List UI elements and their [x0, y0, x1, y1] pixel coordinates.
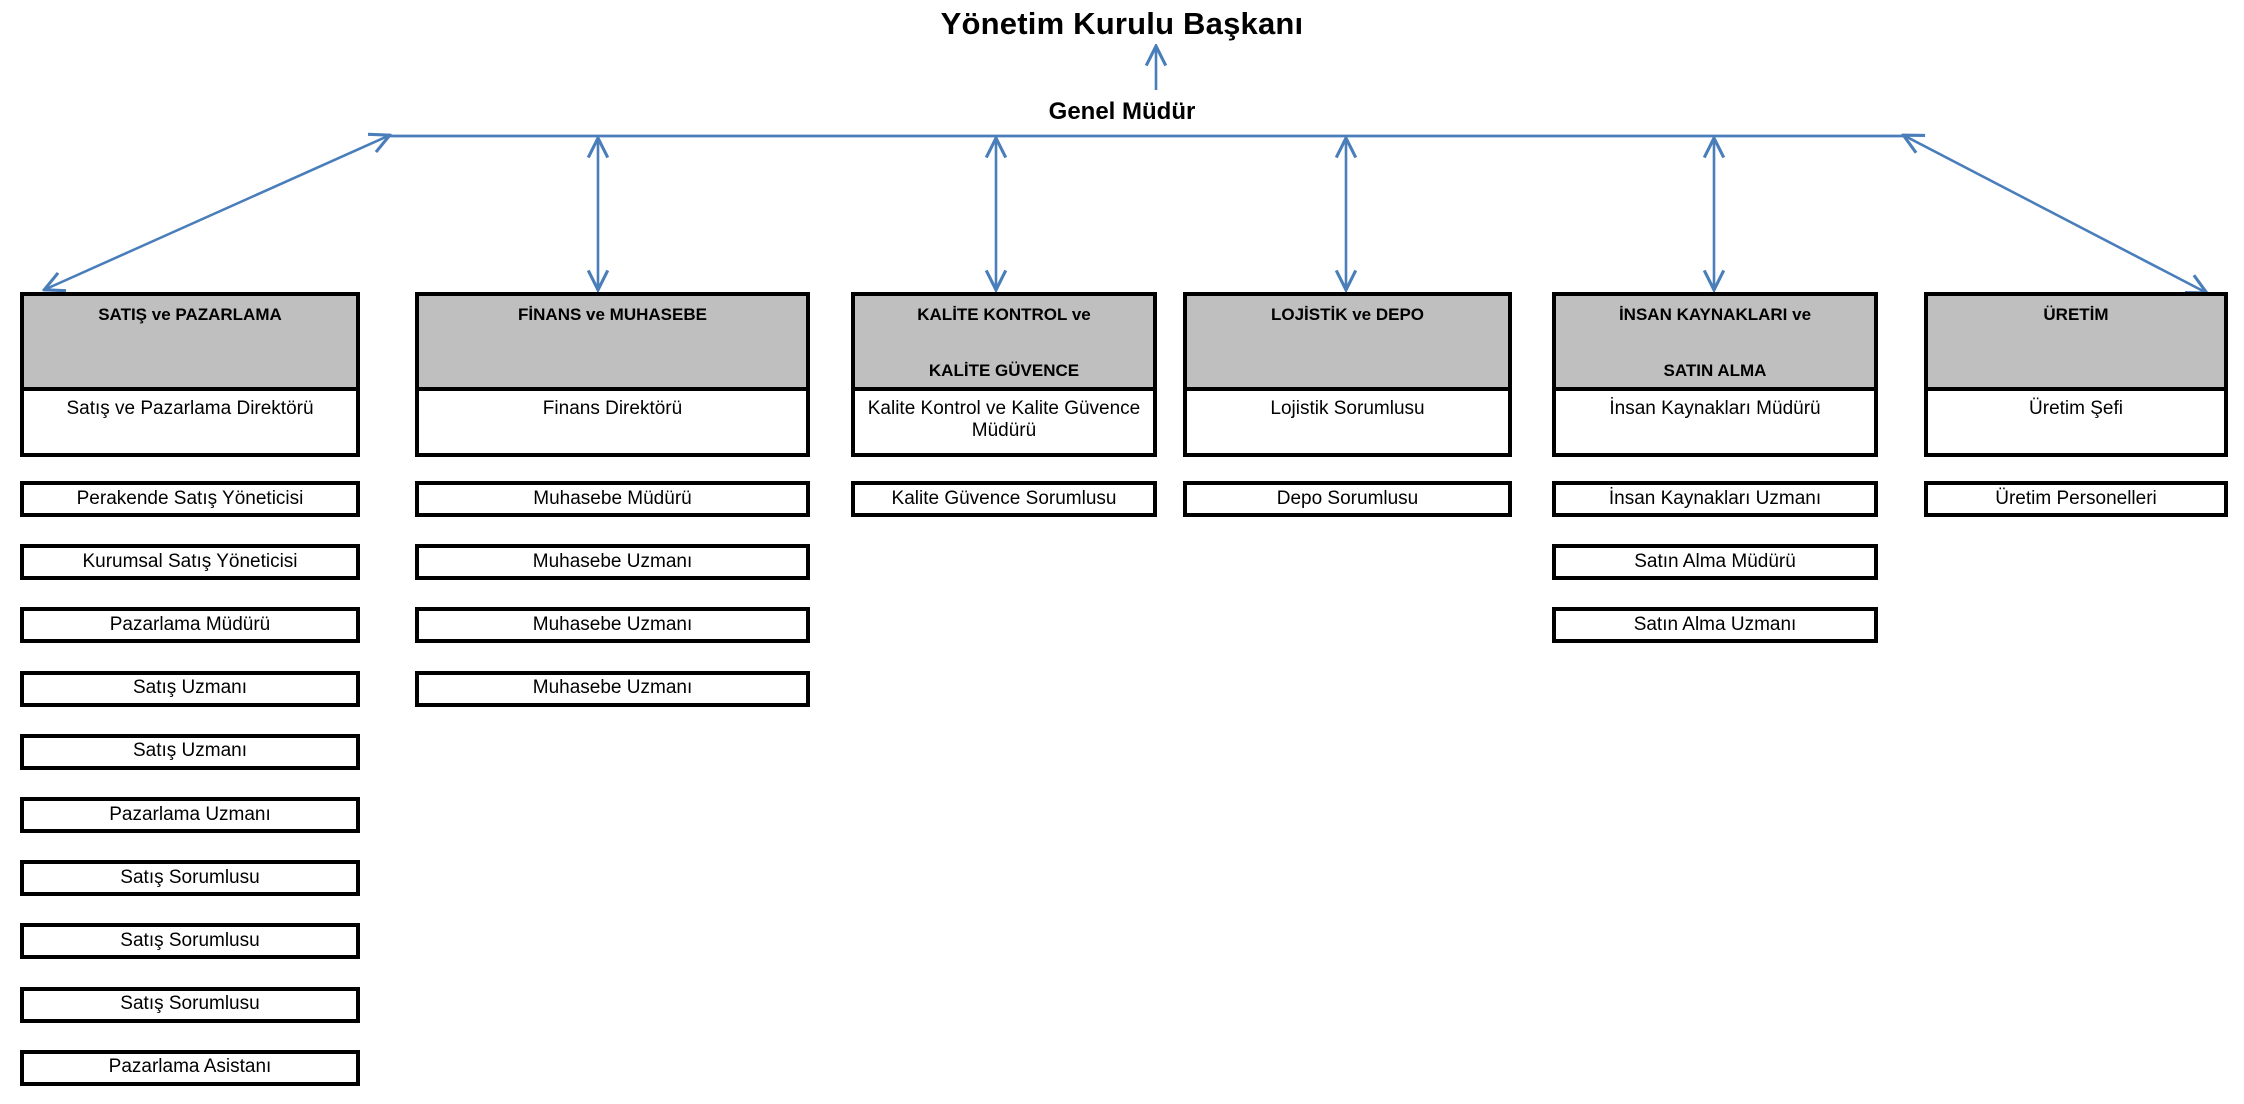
department-column-lojistik-ve-depo: LOJİSTİK ve DEPO Lojistik Sorumlusu — [1183, 292, 1512, 457]
role-box[interactable]: Kalite Güvence Sorumlusu — [851, 481, 1157, 517]
department-lead-box[interactable]: Satış ve Pazarlama Direktörü — [24, 391, 356, 453]
role-label: Kalite Güvence Sorumlusu — [891, 487, 1117, 509]
role-box[interactable]: Pazarlama Uzmanı — [20, 797, 360, 833]
role-box[interactable]: Muhasebe Uzmanı — [415, 544, 810, 581]
department-column-satis-ve-pazarlama: SATIŞ ve PAZARLAMA Satış ve Pazarlama Di… — [20, 292, 360, 457]
role-label: Pazarlama Asistanı — [108, 1056, 272, 1078]
role-label: Satış Uzmanı — [132, 740, 248, 762]
department-lead-label: Kalite Kontrol ve Kalite Güvence Müdürü — [867, 398, 1141, 441]
department-header-line2: SATIN ALMA — [1663, 361, 1767, 381]
role-label: Pazarlama Müdürü — [109, 613, 271, 635]
department-lead-box[interactable]: İnsan Kaynakları Müdürü — [1556, 391, 1874, 453]
department-header: ÜRETİM — [1928, 296, 2224, 391]
general-manager-title: Genel Müdür — [1048, 98, 1196, 125]
department-lead-box[interactable]: Lojistik Sorumlusu — [1187, 391, 1508, 453]
role-label: Muhasebe Müdürü — [533, 487, 692, 509]
role-box[interactable]: Satış Sorumlusu — [20, 923, 360, 960]
role-box[interactable]: İnsan Kaynakları Uzmanı — [1552, 481, 1878, 517]
role-label: Muhasebe Uzmanı — [532, 677, 693, 699]
department-lead-box[interactable]: Üretim Şefi — [1928, 391, 2224, 453]
department-header-line1: KALİTE KONTROL ve — [917, 305, 1091, 324]
role-label: Satın Alma Müdürü — [1634, 550, 1796, 572]
department-column-kalite-kontrol-ve-kalite-guvence: KALİTE KONTROL ve KALİTE GÜVENCE Kalite … — [851, 292, 1157, 457]
role-label: Muhasebe Uzmanı — [532, 550, 693, 572]
role-box[interactable]: Satış Uzmanı — [20, 670, 360, 707]
role-label: Satış Sorumlusu — [120, 866, 260, 888]
role-label: Üretim Personelleri — [1995, 487, 2157, 509]
department-header-line1: SATIŞ ve PAZARLAMA — [98, 305, 282, 324]
role-label: Muhasebe Uzmanı — [532, 613, 693, 635]
role-label: Satın Alma Uzmanı — [1633, 613, 1797, 635]
role-label: Satış Sorumlusu — [120, 993, 260, 1015]
department-header-line1: İNSAN KAYNAKLARI ve — [1618, 305, 1812, 324]
department-block[interactable]: SATIŞ ve PAZARLAMA Satış ve Pazarlama Di… — [20, 292, 360, 457]
department-lead-label: İnsan Kaynakları Müdürü — [1609, 398, 1821, 419]
role-box[interactable]: Satış Sorumlusu — [20, 986, 360, 1023]
department-column-insan-kaynaklari-ve-satin-alma: İNSAN KAYNAKLARI ve SATIN ALMA İnsan Kay… — [1552, 292, 1878, 457]
role-label: Kurumsal Satış Yöneticisi — [82, 550, 298, 572]
department-lead-label: Satış ve Pazarlama Direktörü — [66, 398, 314, 419]
connector-diagonal-right — [1905, 136, 2205, 292]
role-box[interactable]: Üretim Personelleri — [1924, 481, 2228, 517]
department-column-finans-ve-muhasebe: FİNANS ve MUHASEBE Finans Direktörü — [415, 292, 810, 457]
department-header: KALİTE KONTROL ve KALİTE GÜVENCE — [855, 296, 1153, 391]
department-header: LOJİSTİK ve DEPO — [1187, 296, 1508, 391]
role-label: Satış Sorumlusu — [120, 929, 260, 951]
department-header: FİNANS ve MUHASEBE — [419, 296, 806, 391]
department-lead-box[interactable]: Kalite Kontrol ve Kalite Güvence Müdürü — [855, 391, 1153, 453]
department-lead-label: Lojistik Sorumlusu — [1270, 398, 1425, 419]
department-block[interactable]: İNSAN KAYNAKLARI ve SATIN ALMA İnsan Kay… — [1552, 292, 1878, 457]
chairman-title: Yönetim Kurulu Başkanı — [940, 6, 1304, 41]
department-column-uretim: ÜRETİM Üretim Şefi — [1924, 292, 2228, 457]
department-header: İNSAN KAYNAKLARI ve SATIN ALMA — [1556, 296, 1874, 391]
department-block[interactable]: LOJİSTİK ve DEPO Lojistik Sorumlusu — [1183, 292, 1512, 457]
role-label: Depo Sorumlusu — [1276, 487, 1419, 509]
department-header-line1: LOJİSTİK ve DEPO — [1270, 305, 1425, 324]
department-header-line1: ÜRETİM — [2043, 305, 2109, 324]
role-box[interactable]: Depo Sorumlusu — [1183, 481, 1512, 517]
role-box[interactable]: Kurumsal Satış Yöneticisi — [20, 544, 360, 581]
department-lead-label: Finans Direktörü — [542, 398, 683, 419]
role-box[interactable]: Perakende Satış Yöneticisi — [20, 481, 360, 517]
role-box[interactable]: Muhasebe Uzmanı — [415, 607, 810, 644]
role-box[interactable]: Satın Alma Müdürü — [1552, 544, 1878, 581]
role-box[interactable]: Satış Uzmanı — [20, 733, 360, 770]
role-box[interactable]: Satış Sorumlusu — [20, 860, 360, 897]
department-header-line1: FİNANS ve MUHASEBE — [518, 305, 707, 324]
department-lead-box[interactable]: Finans Direktörü — [419, 391, 806, 453]
role-label: Pazarlama Uzmanı — [109, 803, 271, 825]
department-block[interactable]: FİNANS ve MUHASEBE Finans Direktörü — [415, 292, 810, 457]
connector-diagonal-left — [46, 136, 388, 289]
role-label: İnsan Kaynakları Uzmanı — [1608, 487, 1822, 509]
department-block[interactable]: ÜRETİM Üretim Şefi — [1924, 292, 2228, 457]
role-box[interactable]: Satın Alma Uzmanı — [1552, 607, 1878, 644]
role-box[interactable]: Muhasebe Uzmanı — [415, 670, 810, 707]
department-block[interactable]: KALİTE KONTROL ve KALİTE GÜVENCE Kalite … — [851, 292, 1157, 457]
role-box[interactable]: Muhasebe Müdürü — [415, 481, 810, 517]
role-label: Satış Uzmanı — [132, 677, 248, 699]
department-header: SATIŞ ve PAZARLAMA — [24, 296, 356, 391]
department-header-line2: KALİTE GÜVENCE — [928, 361, 1080, 381]
role-box[interactable]: Pazarlama Müdürü — [20, 607, 360, 644]
department-lead-label: Üretim Şefi — [2029, 398, 2123, 419]
role-label: Perakende Satış Yöneticisi — [76, 487, 304, 509]
role-box[interactable]: Pazarlama Asistanı — [20, 1049, 360, 1086]
